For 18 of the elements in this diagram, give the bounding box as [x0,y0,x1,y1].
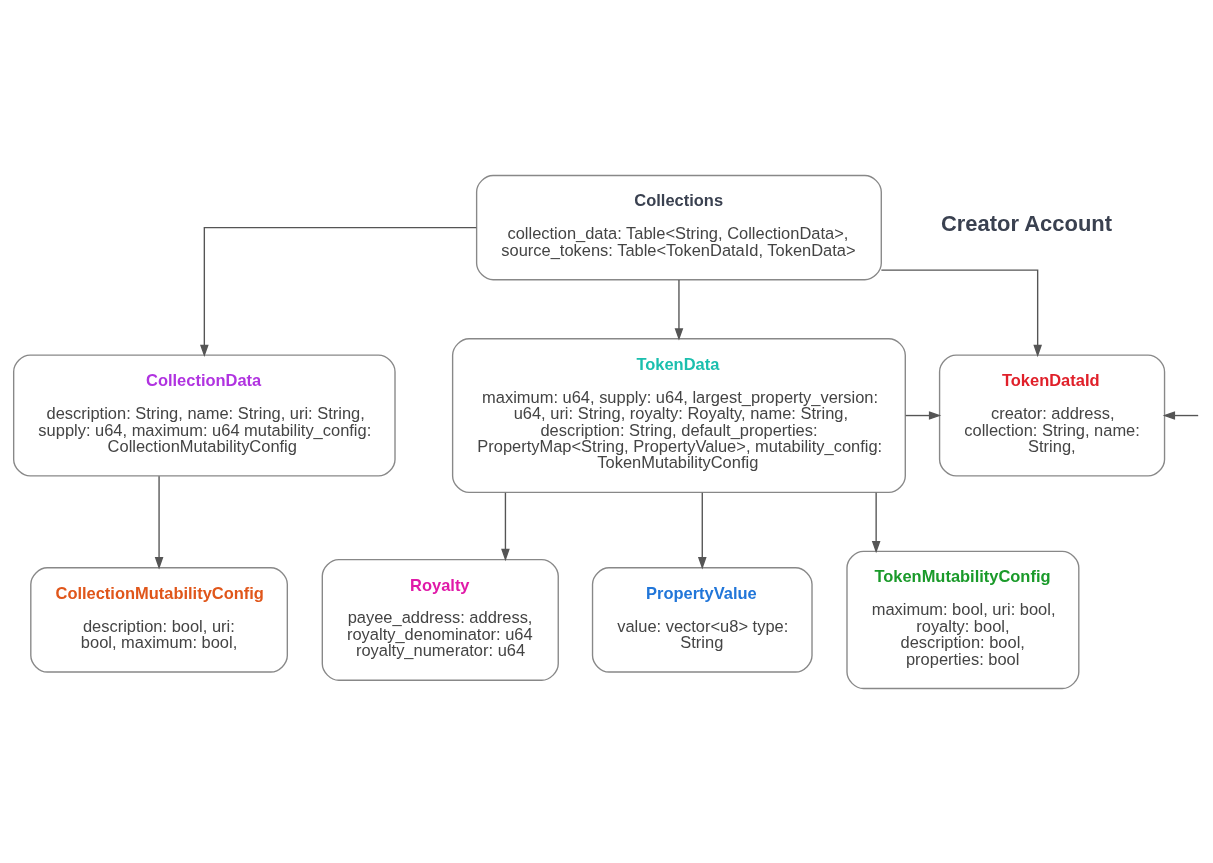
node-box: TokenDataId creator: address, collection: String, name: String, [938,354,1166,477]
arrow [905,410,942,420]
node-box: Royalty payee_address: address, royalty_denominator: u64 royalty_numerator: u64 [321,558,559,681]
arrow [1162,410,1199,420]
label: Creator Account [940,210,1113,236]
node-box: TokenData maximum: u64, supply: u64, largest_property_version: u64, uri: String, royalty: Royalty, name: String, description: String, default_properties: PropertyMap<String, PropertyValue>, mutability_config: TokenMutabilityConfig [451,337,906,493]
node-box: CollectionMutabilityConfig description: bool, uri: bool, maximum: bool, [30,566,288,673]
node-box: PropertyValue value: vector<u8> type: String [591,566,813,673]
arrow [674,278,684,341]
arrow [154,475,164,569]
arrow [871,491,881,553]
arrow [501,491,510,561]
arrow [697,491,707,569]
arrow [880,268,1042,357]
node-box: TokenMutabilityConfig maximum: bool, uri: bool, royalty: bool, description: bool, properties: bool [846,550,1080,689]
arrow [200,226,477,357]
node-box: CollectionData description: String, name: String, uri: String, supply: u64, maximum: u64 mutability_config: CollectionMutabilityConfig [13,354,396,477]
node-box: Collections collection_data: Table<String, CollectionData>, source_tokens: Table<TokenDataId, TokenData> [475,174,882,280]
